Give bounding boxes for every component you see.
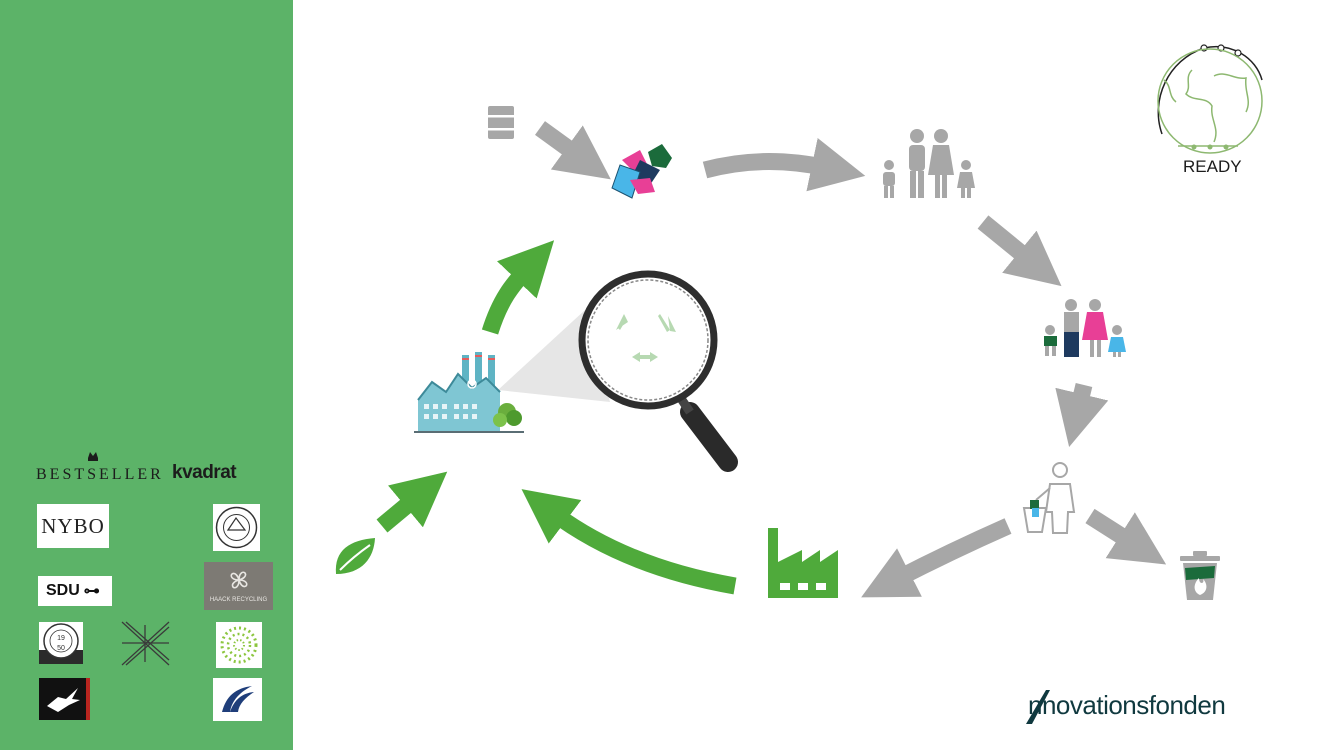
bestseller-logo: BESTSELLER [36,466,164,483]
clothes-icon [611,144,672,199]
recycle-flower-icon [229,571,248,589]
person-trash-icon [1022,462,1076,534]
trash-bin-fire-icon [1180,551,1220,600]
arrow-family-to-clothing-use [977,215,1062,287]
sidebar-logo-graphics: 19 50 [39,452,262,721]
arrow-use-to-disposal [1055,383,1109,448]
sdu-logo: SDU⊶ [38,576,112,606]
sdu-olive-icon: ⊶ [83,583,100,600]
nybo-logo: NYBO [37,504,109,548]
arrow-fiber-plant-to-clothes [481,240,555,335]
green-flow-arrows [376,240,737,595]
family-icon [883,129,975,198]
rabbit-logo [39,678,90,720]
haack-text: HAACK RECYCLING [209,597,268,603]
recycling-plant-icon [414,352,524,433]
ready-badge-label: READY [1183,157,1242,176]
arrow-recycling-to-fiber-plant [521,489,737,595]
magnifier-icon [578,270,738,472]
arrow-bio-to-fiber-plant [376,471,448,533]
arrow-oil-to-clothes [535,121,611,180]
royal-seal-logo [213,504,260,551]
seal-year-top: 19 [57,635,65,642]
arrow-disposal-to-recycling [861,518,1012,598]
aalborg-logo [213,678,262,721]
sdu-text: SDU [46,582,80,599]
innovationsfonden-slash-icon [1026,690,1050,724]
gray-flow-arrows [535,121,1167,598]
dot-ring-logo [216,622,262,668]
anniversary-seal-logo: 19 50 [39,622,83,664]
globe-icon [1157,44,1263,154]
kvadrat-logo: kvadrat [172,462,237,483]
innovationsfonden-logo: nnovationsfonden [1028,690,1226,720]
haack-recycling-logo: HAACK RECYCLING [204,562,273,610]
oil-barrel-icon [486,106,516,139]
factory-icon [768,528,838,598]
crown-icon [88,452,98,461]
recycle-arrows-icon [616,314,676,362]
family-clothes-icon [1044,299,1126,357]
seal-year-bottom: 50 [57,645,65,652]
arrow-clothes-to-family [702,138,866,192]
leaf-icon [335,538,375,574]
lines-k-logo [121,621,170,666]
arrow-disposal-to-incineration [1085,508,1167,565]
